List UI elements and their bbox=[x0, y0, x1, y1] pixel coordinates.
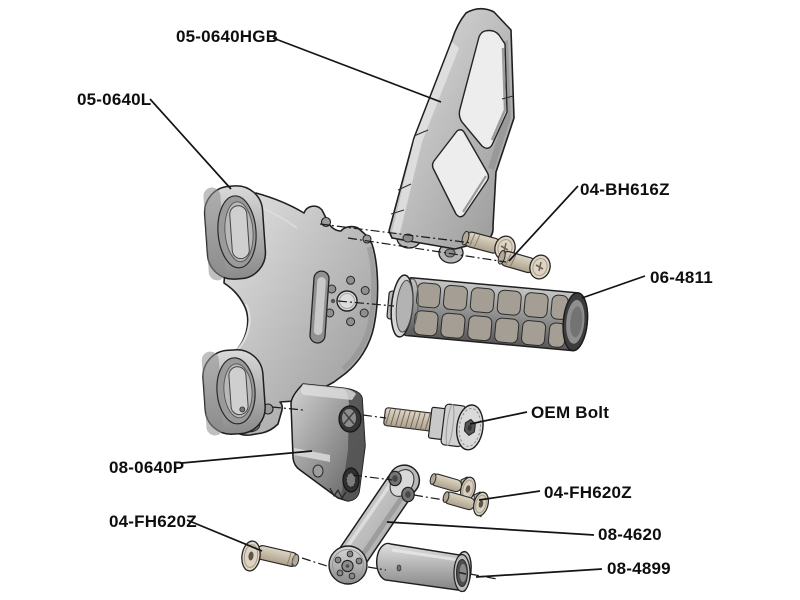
center-line bbox=[352, 474, 393, 481]
center-line bbox=[301, 557, 328, 567]
flat-head-screws-right-part bbox=[429, 473, 489, 518]
center-line bbox=[319, 223, 473, 244]
spacer-part bbox=[376, 542, 472, 593]
part-label-link-arm: 08-4620 bbox=[598, 525, 662, 544]
center-line bbox=[413, 494, 445, 501]
flat-head-screw-left-part bbox=[241, 540, 300, 572]
pedal-part bbox=[290, 383, 366, 502]
leader-oem-bolt bbox=[469, 411, 528, 425]
bracket-top-boss bbox=[203, 185, 267, 281]
leader-pedal bbox=[181, 450, 313, 464]
bracket-bolt-circle-holes bbox=[325, 275, 370, 327]
part-label-hanger-bracket: 05-0640HGB bbox=[176, 27, 279, 46]
leader-button-head-screws bbox=[508, 185, 579, 262]
hanger-bracket-part bbox=[388, 7, 515, 264]
leader-flat-head-screws-right bbox=[478, 490, 541, 501]
hanger-upper-cutout bbox=[458, 29, 508, 149]
part-label-oem-bolt: OEM Bolt bbox=[531, 403, 610, 422]
center-line bbox=[362, 414, 387, 419]
part-label-pedal: 08-0640P bbox=[109, 458, 185, 477]
pedal-small-hole bbox=[312, 464, 324, 478]
part-label-flat-head-screws-right: 04-FH620Z bbox=[544, 483, 632, 502]
center-line bbox=[337, 300, 395, 307]
part-label-flat-head-screw-left: 04-FH620Z bbox=[109, 512, 197, 531]
leader-lines bbox=[149, 37, 646, 578]
part-label-spacer: 08-4899 bbox=[607, 559, 671, 578]
pedal-serrations bbox=[329, 487, 347, 499]
part-label-main-bracket: 05-0640L bbox=[77, 90, 152, 109]
link-arm-part bbox=[328, 464, 421, 585]
bracket-bottom-boss bbox=[201, 349, 266, 436]
bracket-slot bbox=[309, 270, 330, 344]
link-arm-flange-holes bbox=[334, 550, 363, 580]
oem-bolt-part bbox=[383, 403, 484, 451]
hanger-lug-hole bbox=[402, 233, 414, 243]
part-label-button-head-screws: 04-BH616Z bbox=[580, 180, 670, 199]
center-line bbox=[367, 566, 387, 571]
bracket-pin-hole bbox=[330, 298, 336, 304]
button-head-screws-part bbox=[461, 230, 551, 280]
leader-main-bracket bbox=[149, 98, 232, 190]
flat-head-screw bbox=[429, 473, 463, 493]
button-head-screw bbox=[461, 230, 502, 254]
flat-head-screw bbox=[442, 491, 476, 511]
center-line bbox=[271, 406, 304, 411]
leader-footpeg bbox=[581, 275, 646, 299]
leader-spacer bbox=[475, 568, 603, 578]
footpeg-part bbox=[386, 274, 589, 352]
leader-flat-head-screw-left bbox=[186, 519, 263, 552]
part-label-footpeg: 06-4811 bbox=[650, 268, 713, 287]
main-bracket-part bbox=[201, 185, 379, 436]
leader-hanger-bracket bbox=[272, 37, 442, 103]
leader-link-arm bbox=[386, 521, 595, 536]
